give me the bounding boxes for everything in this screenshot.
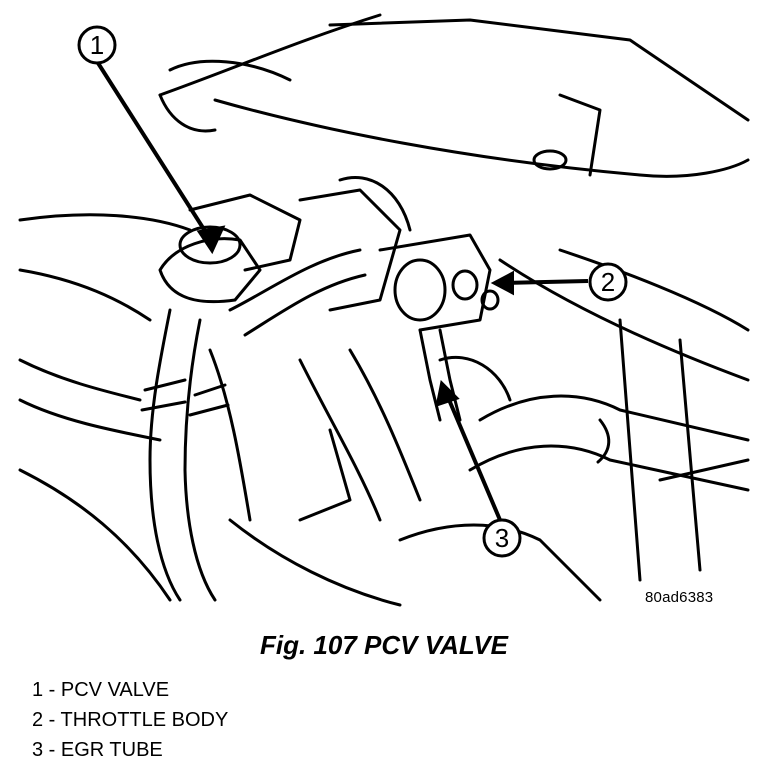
svg-text:2: 2 bbox=[601, 267, 615, 297]
legend-item: 1 - PCV VALVE bbox=[32, 679, 170, 701]
callout-1: 1 bbox=[77, 25, 117, 65]
callout-2: 2 bbox=[588, 262, 628, 302]
callout-3: 3 bbox=[482, 518, 522, 558]
svg-text:1: 1 bbox=[90, 30, 104, 60]
svg-text:3: 3 bbox=[495, 523, 509, 553]
engine-line-drawing: 1 2 3 bbox=[18, 13, 750, 607]
figure-caption: Fig. 107 PCV VALVE bbox=[259, 630, 509, 660]
legend-item: 3 - EGR TUBE bbox=[32, 739, 163, 761]
image-code: 80ad6383 bbox=[645, 589, 714, 606]
legend-item: 2 - THROTTLE BODY bbox=[32, 709, 229, 731]
legend: 1 - PCV VALVE 2 - THROTTLE BODY 3 - EGR … bbox=[32, 675, 228, 765]
